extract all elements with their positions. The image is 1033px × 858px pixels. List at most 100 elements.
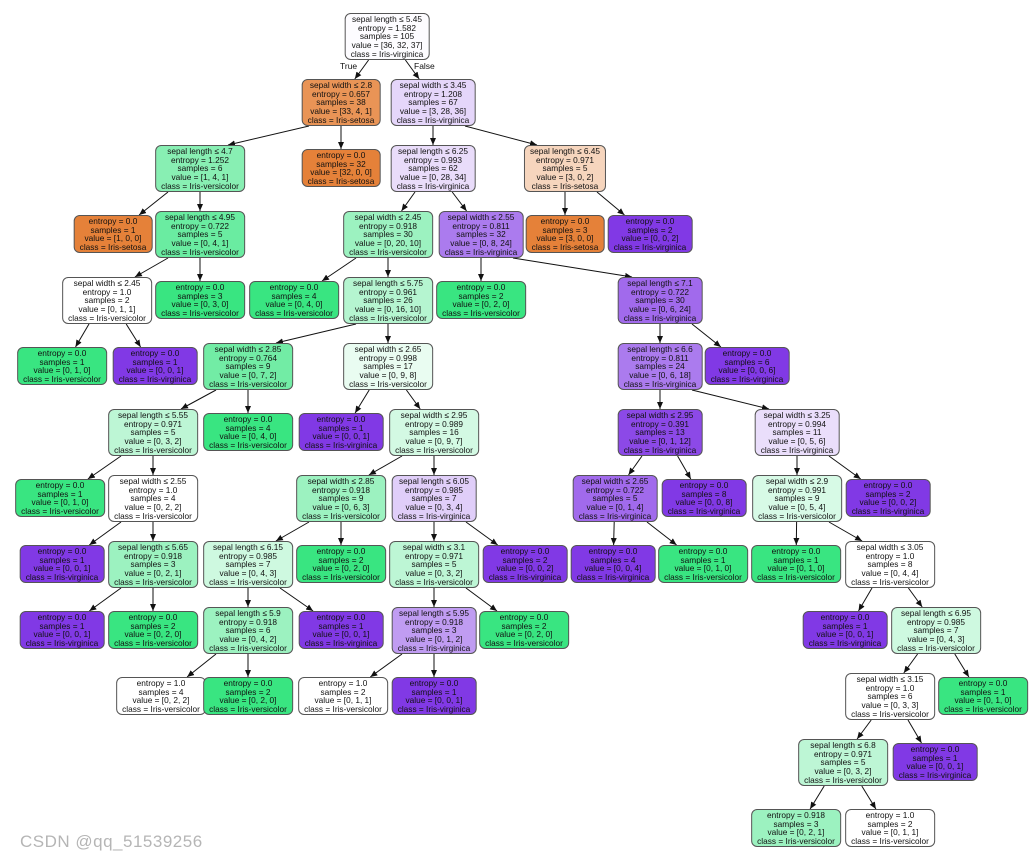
node-line: entropy = 0.994 xyxy=(768,418,826,429)
node-line: samples = 26 xyxy=(363,295,413,306)
node-line: class = Iris-virginica xyxy=(304,440,378,451)
node-line: entropy = 0.0 xyxy=(409,678,459,688)
node-line: entropy = 1.0 xyxy=(318,678,368,688)
node-line: entropy = 0.0 xyxy=(722,348,772,358)
tree-edge xyxy=(354,59,370,80)
node-line: value = [0, 0, 4] xyxy=(584,563,642,574)
node-line: entropy = 0.0 xyxy=(88,216,138,226)
node-line: samples = 1 xyxy=(39,620,85,631)
node-line: class = Iris-virginica xyxy=(623,312,697,323)
tree-edge xyxy=(75,323,90,348)
node-line: class = Iris-versicolor xyxy=(757,836,835,847)
node-line: class = Iris-versicolor xyxy=(209,576,287,587)
node-line: class = Iris-virginica xyxy=(350,48,424,59)
tree-edge xyxy=(903,653,919,674)
node-line: entropy = 0.0 xyxy=(456,282,506,292)
node-line: samples = 1 xyxy=(822,620,868,631)
node-line: samples = 1 xyxy=(37,488,83,499)
node-line: samples = 67 xyxy=(408,97,458,108)
node-line: value = [0, 3, 4] xyxy=(405,502,463,513)
node-line: samples = 1 xyxy=(680,554,726,565)
tree-edge xyxy=(89,587,122,612)
node-line: value = [0, 4, 1] xyxy=(171,238,229,249)
node-line: value = [0, 2, 0] xyxy=(452,299,510,310)
tree-edge xyxy=(451,191,467,212)
node-line: samples = 2 xyxy=(501,620,547,631)
node-line: class = Iris-virginica xyxy=(808,638,882,649)
node-line: sepal length ≤ 5.55 xyxy=(117,410,189,420)
node-line: sepal length ≤ 5.65 xyxy=(117,542,189,552)
tree-edge xyxy=(465,587,498,612)
tree-edge xyxy=(404,59,420,80)
node-line: value = [0, 1, 1] xyxy=(78,304,136,315)
node-line: sepal width ≤ 2.95 xyxy=(400,410,468,420)
node-line: sepal width ≤ 2.65 xyxy=(581,476,649,486)
node-line: value = [0, 4, 4] xyxy=(861,568,919,579)
tree-edge xyxy=(89,521,122,546)
node-line: class = Iris-virginica xyxy=(396,180,470,191)
node-line: value = [0, 16, 10] xyxy=(354,304,422,315)
node-line: samples = 1 xyxy=(318,620,364,631)
node-line: class = Iris-virginica xyxy=(623,444,697,455)
node-line: class = Iris-versicolor xyxy=(664,572,742,583)
node-line: samples = 13 xyxy=(635,427,685,438)
node-line: class = Iris-versicolor xyxy=(851,708,929,719)
node-line: value = [1, 0, 0] xyxy=(84,233,142,244)
node-line: samples = 7 xyxy=(913,625,959,636)
node-line: class = Iris-versicolor xyxy=(161,180,239,191)
node-line: entropy = 0.961 xyxy=(359,286,417,297)
node-line: entropy = 0.971 xyxy=(814,748,872,759)
node-line: entropy = 0.0 xyxy=(35,480,85,490)
tree-edge xyxy=(180,389,217,410)
tree-edge xyxy=(354,389,370,414)
node-line: class = Iris-setosa xyxy=(531,180,599,191)
node-line: class = Iris-versicolor xyxy=(114,444,192,455)
node-line: sepal length ≤ 5.95 xyxy=(398,608,470,618)
node-line: value = [0, 0, 1] xyxy=(33,563,91,574)
node-line: sepal width ≤ 2.45 xyxy=(73,278,141,288)
node-line: class = Iris-virginica xyxy=(396,114,470,125)
node-line: sepal length ≤ 6.6 xyxy=(627,344,693,354)
node-line: sepal length ≤ 6.15 xyxy=(212,542,284,552)
node-line: class = Iris-versicolor xyxy=(395,444,473,455)
node-line: class = Iris-setosa xyxy=(307,114,375,125)
node-line: value = [0, 0, 2] xyxy=(859,497,917,508)
node-line: samples = 5 xyxy=(130,427,176,438)
node-line: entropy = 0.0 xyxy=(316,612,366,622)
node-line: samples = 4 xyxy=(590,554,636,565)
node-line: value = [0, 0, 1] xyxy=(312,431,370,442)
node-line: samples = 38 xyxy=(316,97,366,108)
node-line: sepal width ≤ 2.85 xyxy=(307,476,375,486)
node-line: samples = 2 xyxy=(225,686,271,697)
tree-edge xyxy=(275,323,357,345)
node-line: class = Iris-virginica xyxy=(667,506,741,517)
node-line: class = Iris-versicolor xyxy=(209,378,287,389)
node-line: entropy = 0.993 xyxy=(404,154,462,165)
node-line: class = Iris-versicolor xyxy=(209,642,287,653)
node-line: sepal length ≤ 5.75 xyxy=(352,278,424,288)
node-line: samples = 2 xyxy=(627,224,673,235)
tree-edge xyxy=(809,785,825,810)
node-line: class = Iris-versicolor xyxy=(349,312,427,323)
node-line: entropy = 0.0 xyxy=(175,282,225,292)
node-line: class = Iris-versicolor xyxy=(897,642,975,653)
tree-edge xyxy=(125,323,142,348)
node-line: value = [0, 1, 1] xyxy=(861,827,919,838)
node-line: class = Iris-versicolor xyxy=(485,638,563,649)
node-line: class = Iris-setosa xyxy=(307,176,375,187)
node-line: value = [0, 1, 4] xyxy=(586,502,644,513)
